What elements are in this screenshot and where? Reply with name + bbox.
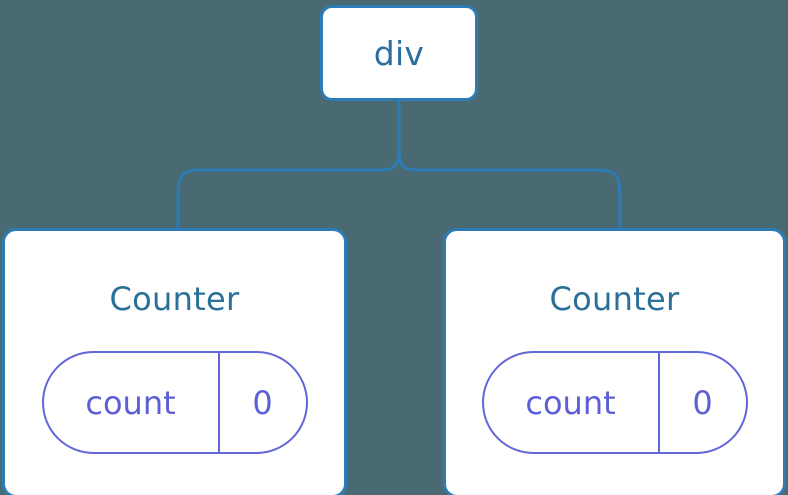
state-pill[interactable]: count 0 [41,351,308,454]
connector-branch-left [176,149,401,228]
node-counter-left[interactable]: Counter count 0 [2,228,347,495]
state-key-label: count [484,353,660,452]
state-key-label: count [44,353,220,452]
node-counter-right[interactable]: Counter count 0 [443,228,786,495]
state-value-label: 0 [252,383,273,422]
node-div[interactable]: div [320,5,478,101]
node-counter-label: Counter [549,280,680,318]
state-pill[interactable]: count 0 [481,351,748,454]
state-value-label: 0 [692,383,713,422]
node-div-label: div [373,33,425,73]
node-counter-label: Counter [109,280,240,318]
connector-branch-right [397,149,622,228]
